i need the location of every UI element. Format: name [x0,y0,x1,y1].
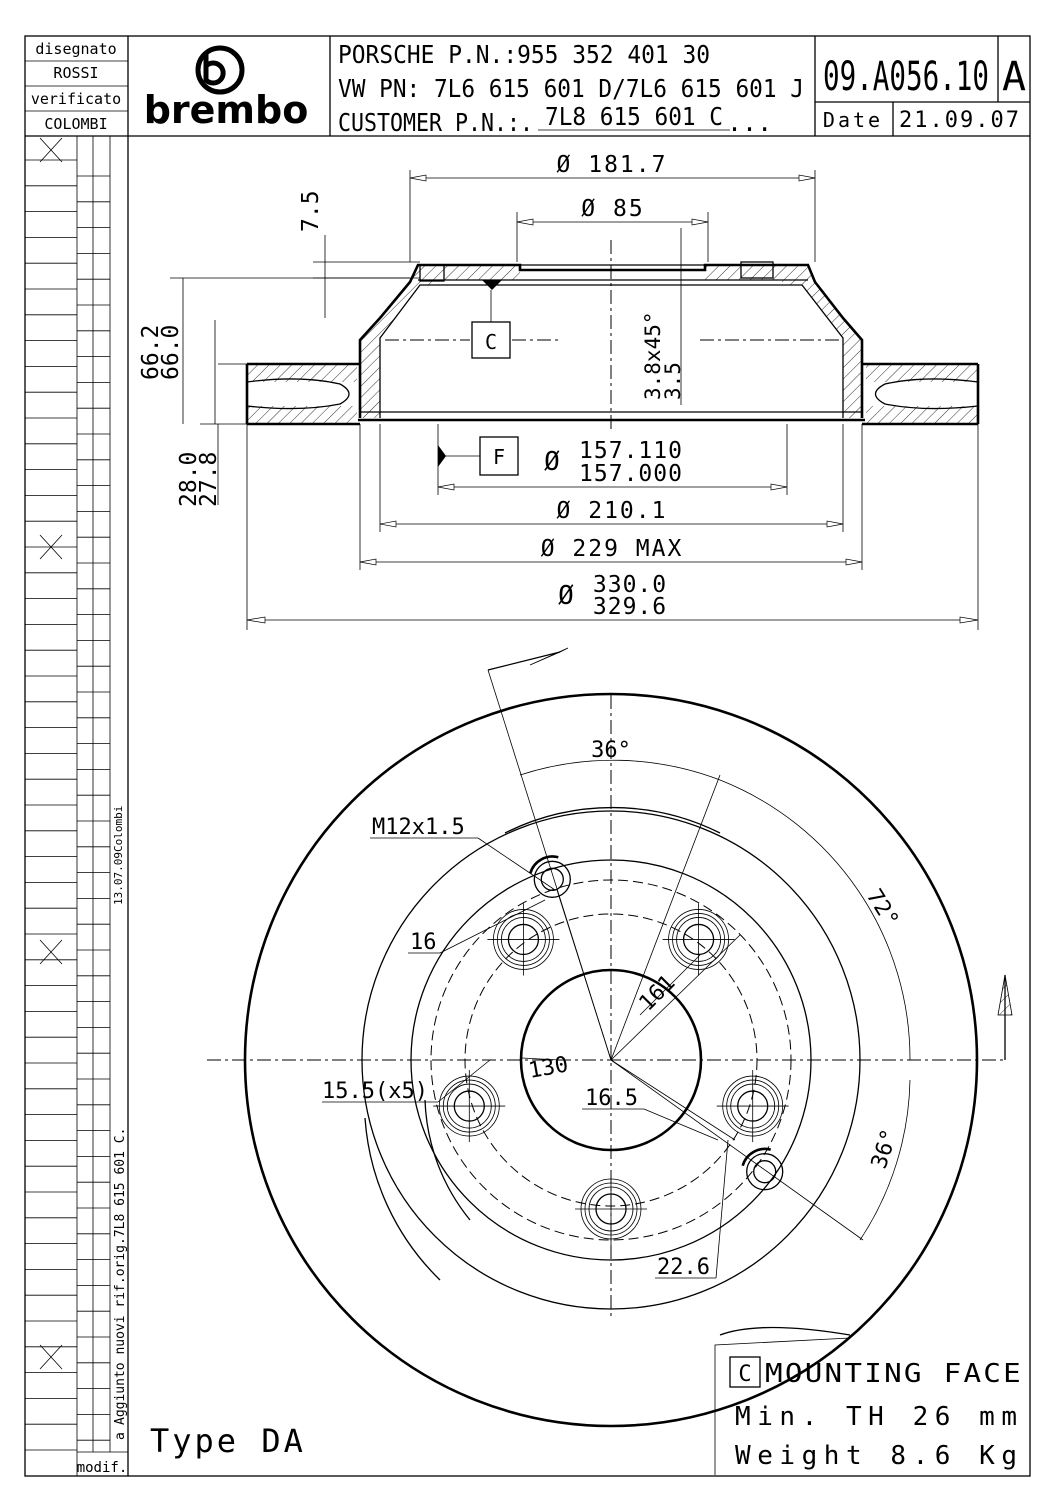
brand-wordmark: brembo [144,88,309,132]
datum-f-label: F [493,445,505,469]
dim-thread-m12: M12x1.5 [372,815,465,840]
dim-16: 16 [410,930,437,955]
revision-letter: A [1002,54,1026,100]
dim-d-330-max: 330.0 [593,572,667,598]
drawn-by: ROSSI [53,64,98,82]
checked-by: COLOMBI [44,115,107,133]
dim-chamfer-3-5: 3.5 [661,362,685,400]
dim-66-2: 66.2 [138,325,164,380]
min-thickness-note: Min. TH 26 mm [735,1402,1017,1432]
vw-pn: VW PN: 7L6 615 601 D/7L6 615 601 J [338,74,804,103]
mounting-face-tag: C [738,1362,751,1387]
dim-hole-15-5: 15.5(x5) [322,1079,428,1104]
part-number: 09.A056.10 [823,54,989,100]
customer-pn-tail: ... [727,108,772,137]
revision-date: 13.07.09Colombi [112,806,125,905]
weight-note: Weight 8.6 Kg [735,1441,1017,1471]
dim-angle-36-top: 36° [591,738,631,763]
mounting-face-note: MOUNTING FACE [765,1359,1023,1389]
mounting-face-tag-box [729,1356,761,1388]
porsche-pn: PORSCHE P.N.:955 352 401 30 [338,40,710,69]
brembo-logo-icon [195,45,245,95]
title-block: disegnato ROSSI verificato COLOMBI bremb… [25,36,1030,137]
revision-column: modif. a Aggiunto nuovi rif.orig.7L8 615… [25,136,129,1476]
dim-66-0: 66.0 [158,325,184,380]
bolt-hole [433,1070,506,1143]
checked-label: verificato [31,90,121,108]
threaded-hole [741,1147,784,1191]
dim-d-157-prefix: Ø [544,447,560,477]
section-view: C F Ø 181.7 Ø 85 7.5 66.2 66.0 [138,152,980,630]
dim-130: 130 [527,1052,570,1084]
cross-mark [39,1344,63,1370]
dim-d-181-7: Ø 181.7 [557,152,668,178]
dim-161: 161 [635,970,681,1016]
cross-mark [39,939,63,965]
bolt-hole [716,1070,789,1143]
modif-label: modif. [77,1460,128,1476]
revision-cross-marks [39,137,63,1370]
date-value: 21.09.07 [899,108,1021,133]
dim-d-229-max: Ø 229 MAX [541,536,684,562]
datum-c-label: C [485,330,497,354]
dim-7-5: 7.5 [298,190,324,232]
type-label: Type DA [150,1422,306,1460]
bolt-hole [575,1173,647,1245]
customer-pn-label: CUSTOMER P.N.:. [338,108,533,137]
dim-28-0: 28.0 [176,452,202,507]
dim-d-157-min: 157.000 [579,461,683,487]
plan-view: 36° 72° 36° M12x1.5 16 161 130 15.5(x5) … [207,647,1013,1428]
dim-d-85: Ø 85 [581,196,644,222]
notes-block: C MOUNTING FACE Min. TH 26 mm Weight 8.6… [150,1337,1023,1475]
bolt-hole [662,903,735,976]
dim-d-210-1: Ø 210.1 [557,498,668,524]
drawn-label: disegnato [35,40,116,58]
revision-note: Aggiunto nuovi rif.orig.7L8 615 601 C. [113,1128,128,1425]
dim-22-6: 22.6 [657,1255,710,1280]
dim-16-5: 16.5 [585,1086,638,1111]
cross-mark [39,137,63,163]
dim-chamfer-3-8: 3.8x45° [641,311,665,400]
dim-d-330-min: 329.6 [593,594,667,620]
cross-mark [39,534,63,560]
dim-angle-36-right: 36° [867,1126,903,1172]
bolt-hole [487,903,560,976]
date-label: Date [823,108,883,132]
dim-27-8: 27.8 [196,452,222,507]
threaded-hole [529,855,571,898]
revision-letter-a: a [113,1432,128,1440]
customer-pn: 7L8 615 601 C [545,102,723,131]
dim-d-330-prefix: Ø [558,581,574,611]
drawing-frame [24,35,1031,1477]
dim-d-157-max: 157.110 [579,438,683,464]
dim-angle-72: 72° [861,885,903,932]
